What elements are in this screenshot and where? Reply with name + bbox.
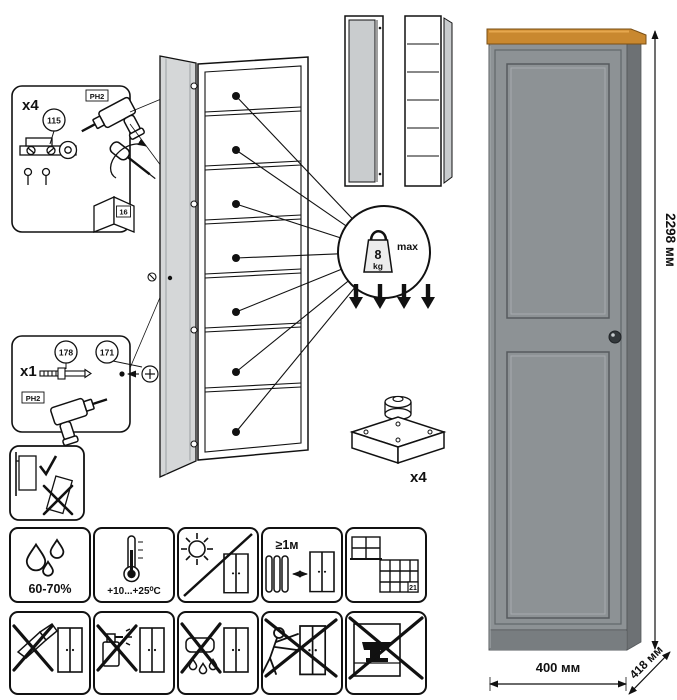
manual-book-icon: 16: [93, 195, 135, 233]
care-no-solvent: [93, 611, 175, 695]
cabinet-views: [344, 15, 453, 187]
tile-number-label: 21: [409, 585, 417, 592]
knob-highlight: [611, 333, 615, 337]
cabinet-base: [490, 631, 626, 650]
humidity-drops-icon: [25, 543, 47, 572]
cam-count-label: x1: [20, 363, 37, 380]
temperature-label: +10...+25⁰C: [107, 586, 161, 597]
door-panel-bottom: [506, 351, 610, 619]
door-pin-mark: [147, 272, 157, 282]
temperature-range-icon: [123, 535, 143, 583]
care-row-1: 60-70% +10...+25⁰C: [9, 527, 427, 603]
anti-tip-warning: [9, 445, 85, 521]
hinge-part-number: 115: [47, 116, 61, 126]
care-temperature: +10...+25⁰C: [93, 527, 175, 603]
shelf-load-callout: 8 kg max: [232, 92, 435, 436]
open-door-panel: [443, 17, 453, 184]
cross-mark-icon: [180, 622, 222, 674]
cross-mark-icon: [12, 624, 54, 672]
hinge-part-callout: 115: [42, 108, 66, 145]
cross-mark-icon: [42, 484, 74, 516]
cam-bolt-icon: [39, 367, 92, 380]
width-dimension-label: 400 мм: [536, 660, 581, 675]
no-pushing-icon: [261, 627, 299, 675]
cam-pin-assembly-step: x1 178 171 PH2: [11, 280, 168, 448]
min-distance-label: ≥1м: [275, 538, 298, 552]
anchored-wardrobe-icon: [18, 455, 37, 491]
care-no-heavy-load: [345, 611, 427, 695]
svg-text:PH2: PH2: [26, 394, 41, 403]
care-no-sun: [177, 527, 259, 603]
no-heavy-load-icon: [353, 623, 401, 677]
shelf-dots: [232, 92, 240, 436]
care-humidity: 60-70%: [9, 527, 91, 603]
screwdriver-icon: [109, 138, 156, 180]
foot-plate-side: [397, 430, 445, 465]
cabinet-side-panel: [626, 43, 642, 651]
bit-label: PH2: [85, 89, 109, 102]
exploded-cabinet: [147, 55, 309, 479]
feet-count-label: x4: [410, 469, 427, 486]
hinge-count-label: x4: [22, 97, 39, 114]
no-direct-sunlight-icon: [181, 533, 253, 597]
rotate-arrow-icon: [109, 138, 147, 179]
open-door: [159, 55, 197, 479]
humidity-drops-icon: [49, 539, 65, 559]
weight-icon: 8 kg: [363, 229, 393, 273]
care-row-2: [9, 611, 427, 695]
cam-part-number-b: 171: [100, 348, 114, 358]
door-knob: [608, 330, 622, 344]
cross-mark-icon: [264, 618, 338, 678]
max-weight-value: 8: [375, 248, 382, 262]
care-no-wet-cleaning: [177, 611, 259, 695]
drill-icon: [48, 389, 118, 448]
window-and-tiles-icon: 21: [350, 536, 419, 593]
cam-lock-icon: [119, 365, 159, 383]
check-mark-icon: [38, 455, 58, 477]
svg-text:PH2: PH2: [90, 92, 105, 101]
door-hole: [167, 275, 173, 281]
manual-page-number: 16: [119, 208, 127, 217]
load-arrows: [349, 284, 435, 309]
product-cabinet: [486, 28, 647, 651]
care-distance: ≥1м: [261, 527, 343, 603]
height-dimension-label: 2298 мм: [663, 213, 677, 267]
cabinet-view-open: [404, 15, 453, 187]
care-no-pushing: [261, 611, 343, 695]
anti-tip-box: [9, 445, 85, 521]
adjustable-foot: x4: [349, 395, 447, 486]
wood-top: [486, 28, 647, 45]
door-hinges: [190, 82, 198, 448]
cabinet-front: [488, 43, 628, 651]
care-window-tiles: 21: [345, 527, 427, 603]
max-weight-unit: kg: [373, 261, 383, 271]
no-wet-cleaning-icon: [185, 637, 217, 674]
door-panel-top: [506, 63, 610, 319]
max-label: max: [397, 241, 418, 253]
cross-mark-icon: [96, 624, 138, 672]
hinge-icon: [19, 137, 78, 185]
cross-mark-icon: [348, 616, 424, 680]
cabinet-view-closed: [344, 15, 384, 187]
bit-label: PH2: [21, 391, 45, 404]
humidity-label: 60-70%: [28, 582, 71, 596]
care-no-sharp: [9, 611, 91, 695]
cam-part-number-a: 178: [59, 348, 73, 358]
depth-dimension-line: [628, 651, 671, 695]
distance-from-heater-icon: [265, 551, 335, 593]
